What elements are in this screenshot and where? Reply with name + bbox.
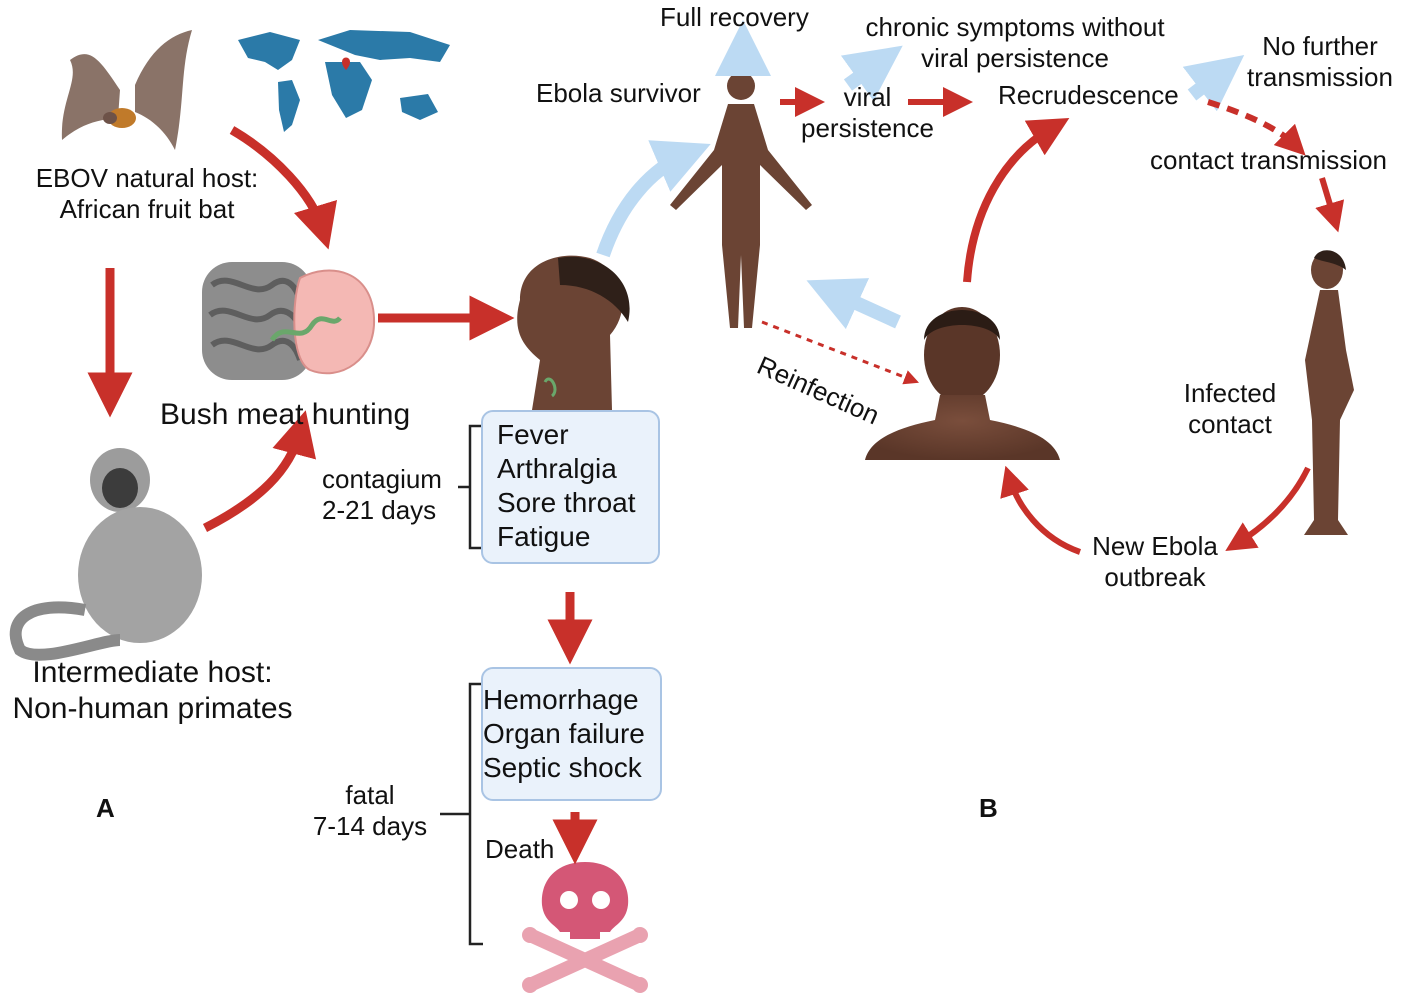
- bat-icon: [61, 30, 192, 150]
- intestine-icon: [202, 262, 376, 380]
- human-icon: [670, 72, 812, 328]
- human-icon: [517, 255, 630, 410]
- world-map-icon: [238, 30, 450, 132]
- arrow-recrudescence-contact: [1207, 99, 1306, 156]
- severe-item: Organ failure: [483, 718, 645, 749]
- panel-a-letter: A: [96, 793, 115, 823]
- recrudescence-label: Recrudescence: [998, 80, 1179, 110]
- arrow-head-to-survivor: [596, 140, 711, 258]
- arrow-map-to-bushmeat: [229, 126, 337, 250]
- skull-icon: [522, 862, 648, 993]
- human-icon: [865, 307, 1060, 460]
- bush-meat-label: Bush meat hunting: [160, 398, 411, 431]
- full-recovery-label: Full recovery: [660, 2, 809, 32]
- bracket-incubation: [458, 424, 482, 550]
- symptom-item: Fatigue: [497, 521, 591, 552]
- severe-item: Septic shock: [483, 752, 642, 783]
- severe-item: Hemorrhage: [483, 684, 639, 715]
- arrow-primate-to-bushmeat: [202, 410, 317, 533]
- intermediate-host-label: Intermediate host:Non-human primates: [12, 656, 293, 725]
- panel-b-letter: B: [979, 793, 998, 823]
- natural-host-label: EBOV natural host:African fruit bat: [35, 163, 259, 224]
- severe-box: Hemorrhage Organ failure Septic shock: [481, 667, 662, 801]
- bracket-fatal: [440, 682, 483, 946]
- symptom-item: Fever: [497, 419, 569, 450]
- arrow-reinfected-to-recrudescence: [963, 118, 1070, 283]
- arrow-no-further: [1182, 54, 1245, 112]
- survivor-label: Ebola survivor: [536, 78, 701, 108]
- contact-transmission-label: contact transmission: [1150, 145, 1387, 175]
- arrow-reinfection: [761, 320, 919, 385]
- panel-a-arrows: [87, 126, 598, 865]
- primate-icon: [9, 448, 202, 661]
- human-icon: [1304, 250, 1354, 535]
- arrow-infected-to-outbreak: [1225, 466, 1311, 551]
- panel-b-light-arrows: [596, 19, 1245, 330]
- panel-b-arrows: [761, 87, 1345, 555]
- arrow-chronic: [840, 45, 903, 102]
- death-label: Death: [485, 834, 555, 864]
- arrow-contact-to-infected: [1315, 177, 1345, 233]
- symptom-item: Arthralgia: [497, 453, 617, 484]
- symptom-item: Sore throat: [497, 487, 636, 518]
- symptoms-box: Fever Arthralgia Sore throat Fatigue: [481, 410, 660, 564]
- arrow-outbreak-to-reinfected: [1000, 465, 1082, 555]
- arrow-reinfected-to-survivor: [806, 278, 901, 330]
